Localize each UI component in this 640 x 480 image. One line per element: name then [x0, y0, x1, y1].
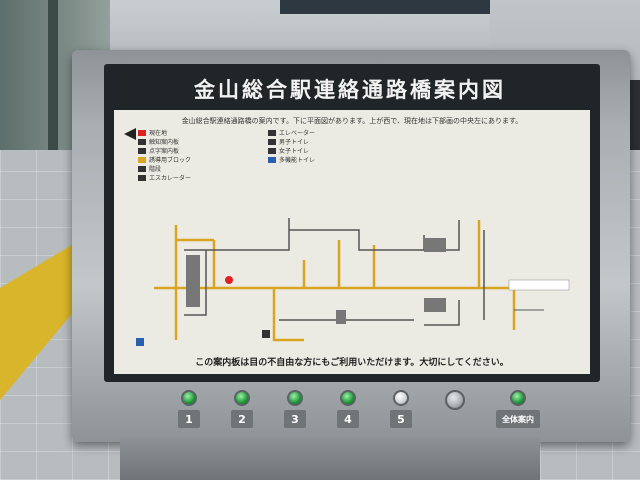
tactile-map: 金山総合駅連絡通路橋の案内です。下に平面図があります。上が西で、現在地は下部画の…	[114, 110, 590, 374]
button-light-icon[interactable]	[510, 390, 526, 406]
stairs-ne	[424, 238, 446, 252]
legend-item: 触知案内板	[138, 137, 179, 146]
door-frame	[48, 0, 58, 178]
exit-label-box	[508, 279, 570, 291]
legend-label: エスカレーター	[149, 175, 192, 182]
legend-label: 点字案内板	[149, 148, 180, 155]
wall-west-block	[184, 250, 207, 316]
legend-symbol-icon	[138, 147, 146, 154]
legend-label: 男子トイレ	[279, 139, 310, 146]
guide-route	[154, 220, 516, 342]
west-arrow-icon	[124, 128, 136, 140]
legend-symbol-icon	[138, 165, 146, 172]
guide-button-3[interactable]: 3	[282, 390, 308, 428]
ceiling-strip	[280, 0, 500, 14]
audio-buttons: 1 2 3 4 5 全体案内	[72, 390, 630, 440]
legend-item: エスカレーター	[138, 173, 191, 182]
button-label: 2	[231, 410, 253, 428]
legend-label: 多機能トイレ	[279, 157, 316, 164]
legend-item: 点字案内板	[138, 146, 179, 155]
current-location-icon	[225, 276, 233, 284]
stairs-se	[424, 298, 446, 312]
button-light-icon[interactable]	[181, 390, 197, 406]
overall-guide-button[interactable]: 全体案内	[494, 390, 542, 428]
sign-stand-base	[120, 438, 540, 480]
map-legend: 現在地触知案内板点字案内板誘導用ブロック階段エスカレーター エレベーター男子トイレ…	[138, 128, 368, 194]
legend-item: 階段	[138, 164, 161, 173]
button-light-icon[interactable]	[340, 390, 356, 406]
wall-north	[289, 229, 425, 251]
wall-se	[424, 300, 460, 326]
guide-button-6[interactable]	[442, 390, 468, 410]
wall-nw	[184, 218, 290, 251]
guide-button-1[interactable]: 1	[176, 390, 202, 428]
button-light-icon[interactable]	[445, 390, 465, 410]
guide-button-4[interactable]: 4	[335, 390, 361, 428]
legend-label: 誘導用ブロック	[149, 157, 192, 164]
button-light-icon[interactable]	[234, 390, 250, 406]
legend-item: エレベーター	[268, 128, 315, 137]
guide-button-2[interactable]: 2	[229, 390, 255, 428]
legend-symbol-icon	[268, 147, 276, 154]
button-label: 全体案内	[496, 410, 540, 428]
button-label: 4	[337, 410, 359, 428]
legend-symbol-icon	[138, 156, 146, 163]
legend-item: 現在地	[138, 128, 167, 137]
legend-label: 触知案内板	[149, 139, 180, 146]
footer-note: この案内板は目の不自由な方にもご利用いただけます。大切にしてください。	[195, 358, 509, 368]
legend-symbol-icon	[268, 156, 276, 163]
button-label: 5	[390, 410, 412, 428]
floor-plan	[136, 218, 570, 346]
sign-panel: 金山総合駅連絡通路橋案内図 金山総合駅連絡通路橋の案内です。下に平面図があります…	[104, 64, 600, 382]
legend-item: 多機能トイレ	[268, 155, 315, 164]
plan-walls	[184, 218, 485, 326]
stairs	[186, 238, 446, 324]
stairs-south	[336, 310, 346, 324]
route-south	[272, 288, 304, 342]
accessible-toilet-icon	[136, 338, 144, 346]
legend-label: 女子トイレ	[279, 148, 310, 155]
stairs-west	[186, 255, 200, 307]
legend-symbol-icon	[138, 138, 146, 145]
legend-label: エレベーター	[279, 130, 316, 137]
legend-item: 男子トイレ	[268, 137, 309, 146]
map-caption: 金山総合駅連絡通路橋の案内です。下に平面図があります。上が西で、現在地は下部画の…	[181, 117, 523, 125]
button-light-icon[interactable]	[287, 390, 303, 406]
legend-symbol-icon	[268, 129, 276, 136]
legend-symbol-icon	[138, 174, 146, 181]
legend-label: 階段	[149, 166, 162, 173]
legend-item: 女子トイレ	[268, 146, 309, 155]
legend-symbol-icon	[268, 138, 276, 145]
guide-sign: 金山総合駅連絡通路橋案内図 金山総合駅連絡通路橋の案内です。下に平面図があります…	[72, 50, 630, 442]
legend-label: 現在地	[149, 130, 168, 137]
button-light-icon[interactable]	[393, 390, 409, 406]
elevator-icon	[262, 330, 270, 338]
button-label: 3	[284, 410, 306, 428]
legend-symbol-icon	[138, 129, 146, 136]
sign-title: 金山総合駅連絡通路橋案内図	[120, 72, 580, 106]
guide-button-5[interactable]: 5	[388, 390, 414, 428]
legend-item: 誘導用ブロック	[138, 155, 191, 164]
button-label: 1	[178, 410, 200, 428]
